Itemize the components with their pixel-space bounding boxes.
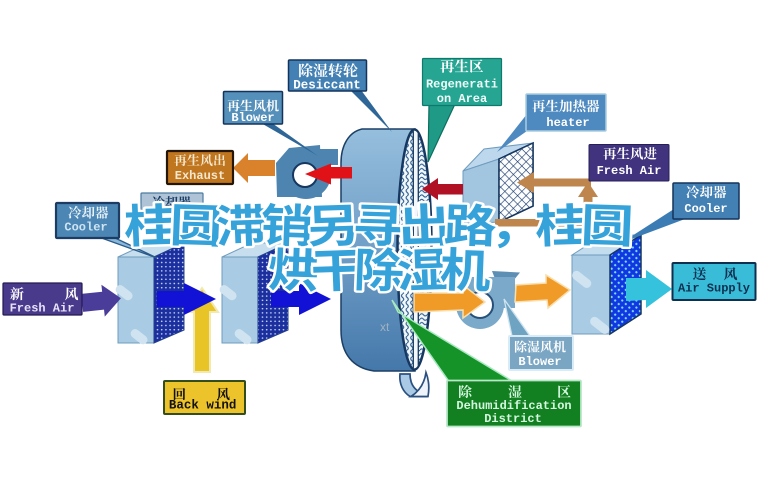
svg-text:Exhaust: Exhaust [175,169,225,183]
svg-text:Fresh Air: Fresh Air [10,302,75,316]
svg-text:Cooler: Cooler [64,221,107,235]
svg-text:on Area: on Area [437,92,487,106]
svg-text:Air Supply: Air Supply [678,282,750,296]
svg-text:xt: xt [380,320,390,334]
svg-text:District: District [484,412,542,426]
svg-text:Dehumidification: Dehumidification [456,399,571,413]
svg-text:Regenerati: Regenerati [426,78,498,92]
svg-text:Back wind: Back wind [169,399,237,413]
svg-text:Fresh Air: Fresh Air [597,164,662,178]
svg-text:Desiccant: Desiccant [293,79,361,93]
svg-text:heater: heater [546,116,589,130]
svg-text:Blower: Blower [518,355,561,369]
svg-text:Cooler: Cooler [684,202,727,216]
svg-text:Blower: Blower [231,111,274,125]
